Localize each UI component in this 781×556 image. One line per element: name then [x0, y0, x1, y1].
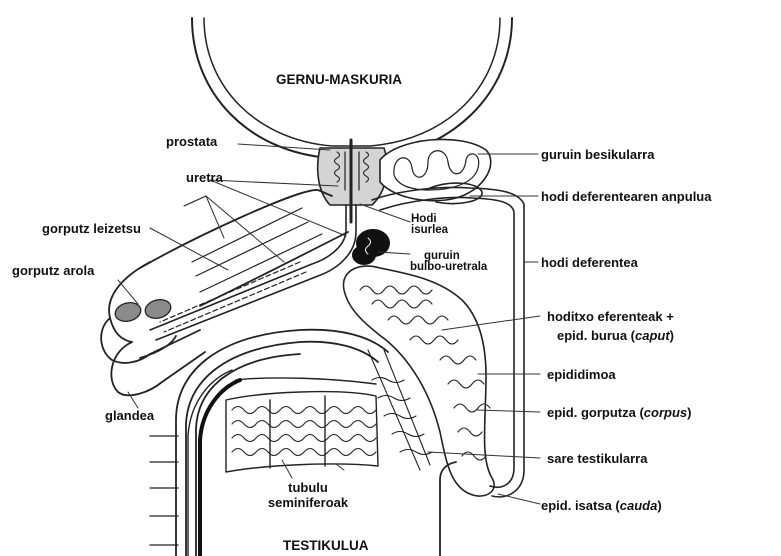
label-bulbourethral-gland-line2: bulbo-uretrala	[410, 262, 487, 273]
label-epididymis-head-prefix: epid. burua (	[557, 328, 635, 343]
bladder-title: GERNU-MASKURIA	[276, 72, 402, 87]
label-prostate: prostata	[166, 134, 217, 149]
testis-title: TESTIKULUA	[283, 538, 369, 553]
urethra	[150, 205, 356, 340]
label-epididymis-head: epid. burua (caput)	[557, 328, 674, 343]
label-epididymis-tail-suffix: )	[657, 498, 661, 513]
label-epididymis-body: epid. gorputza (corpus)	[547, 405, 691, 420]
label-ejaculatory-duct: Hodi isurlea	[411, 214, 448, 236]
label-epididymis-tail-term: cauda	[620, 498, 658, 513]
label-epididymis-tail: epid. isatsa (cauda)	[541, 498, 662, 513]
label-epididymis-body-prefix: epid. gorputza (	[547, 405, 644, 420]
label-seminal-vesicle: guruin besikularra	[541, 147, 654, 162]
label-ejaculatory-duct-line2: isurlea	[411, 225, 448, 236]
label-vas-deferens: hodi deferentea	[541, 255, 638, 270]
label-corpus-cavernosum: gorputz leizetsu	[42, 221, 141, 236]
seminal-vesicle	[380, 139, 491, 200]
label-epididymis-head-suffix: )	[670, 328, 674, 343]
label-ampulla: hodi deferentearen anpulua	[541, 189, 711, 204]
testis-outline	[176, 330, 456, 556]
penis-shaft	[101, 190, 348, 363]
label-urethra: uretra	[186, 170, 223, 185]
bulbourethral-gland	[353, 230, 389, 264]
label-efferent-ducts: hoditxo eferenteak +	[547, 309, 674, 324]
label-epididymis-body-term: corpus	[644, 405, 687, 420]
seminiferous-tubules	[226, 392, 378, 472]
label-epididymis-body-suffix: )	[687, 405, 691, 420]
label-corpus-spongiosum: gorputz arola	[12, 263, 94, 278]
label-rete-testis: sare testikularra	[547, 451, 647, 466]
bladder-outline	[192, 18, 512, 158]
epididymis-head	[343, 266, 494, 496]
label-epididymis-tail-prefix: epid. isatsa (	[541, 498, 620, 513]
label-seminiferous-tubules-line1: tubulu	[258, 480, 358, 495]
label-bulbourethral-gland: guruin bulbo-uretrala	[410, 251, 487, 273]
label-seminiferous-tubules: tubulu seminiferoak	[258, 480, 358, 510]
scrotum-edge	[150, 436, 178, 545]
label-glans: glandea	[105, 408, 154, 423]
glans	[111, 336, 205, 395]
label-seminiferous-tubules-line2: seminiferoak	[258, 495, 358, 510]
label-epididymis-head-term: caput	[635, 328, 670, 343]
label-epididymis: epididimoa	[547, 367, 616, 382]
